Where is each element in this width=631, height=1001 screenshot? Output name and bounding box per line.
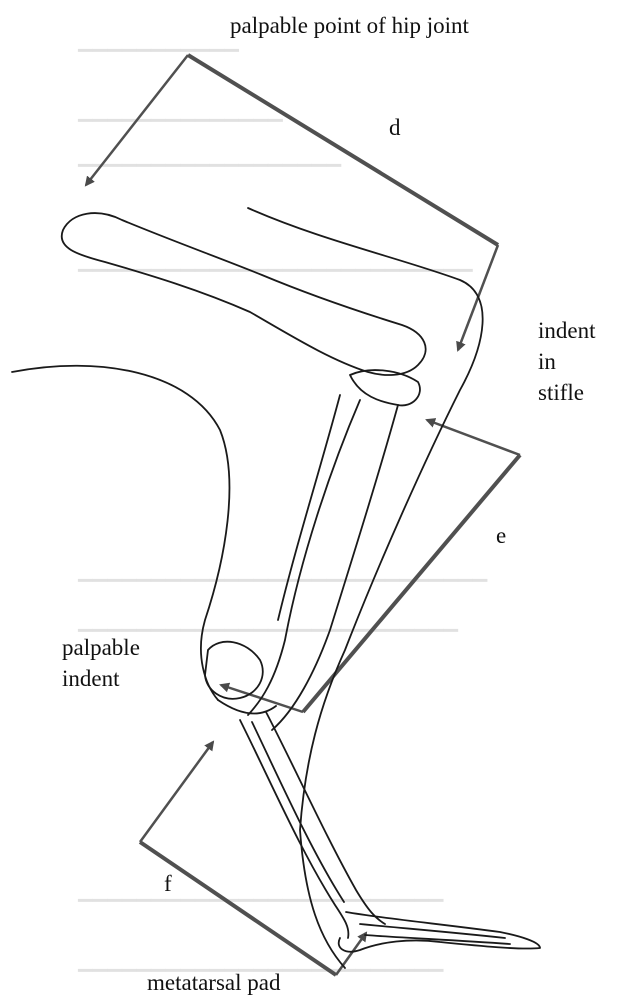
measure-f-side-top xyxy=(140,742,213,842)
measure-f-side-bottom xyxy=(336,933,366,975)
fibula xyxy=(278,395,340,620)
label-indent-in-stifle: indent in stifle xyxy=(538,315,596,408)
tibia-front xyxy=(248,400,360,715)
skin-outline-rear xyxy=(248,208,483,968)
metatarsal-front xyxy=(240,720,348,938)
label-indent-line-1: indent xyxy=(538,315,596,346)
measure-d-edge xyxy=(188,55,498,245)
leg-outline xyxy=(12,208,540,968)
measure-d-side-left xyxy=(86,55,188,185)
hock-bone xyxy=(218,700,276,713)
measurement-f xyxy=(140,742,366,975)
label-e: e xyxy=(496,520,506,551)
label-indent-line-3: stifle xyxy=(538,377,596,408)
metatarsal-rear xyxy=(266,712,385,924)
measurement-e xyxy=(221,420,520,712)
label-d: d xyxy=(389,112,401,143)
label-palpable-indent: palpable indent xyxy=(62,632,140,694)
label-palpable-line-1: palpable xyxy=(62,632,140,663)
measurement-d xyxy=(86,55,498,350)
measure-f-edge xyxy=(140,842,336,975)
label-hip-joint: palpable point of hip joint xyxy=(230,10,469,41)
label-f: f xyxy=(164,868,172,899)
label-palpable-line-2: indent xyxy=(62,663,140,694)
measure-e-side-top xyxy=(427,420,520,455)
metatarsal-mid xyxy=(252,722,344,902)
label-indent-line-2: in xyxy=(538,346,596,377)
femur-outline xyxy=(62,213,426,375)
label-metatarsal-pad: metatarsal pad xyxy=(147,967,280,998)
